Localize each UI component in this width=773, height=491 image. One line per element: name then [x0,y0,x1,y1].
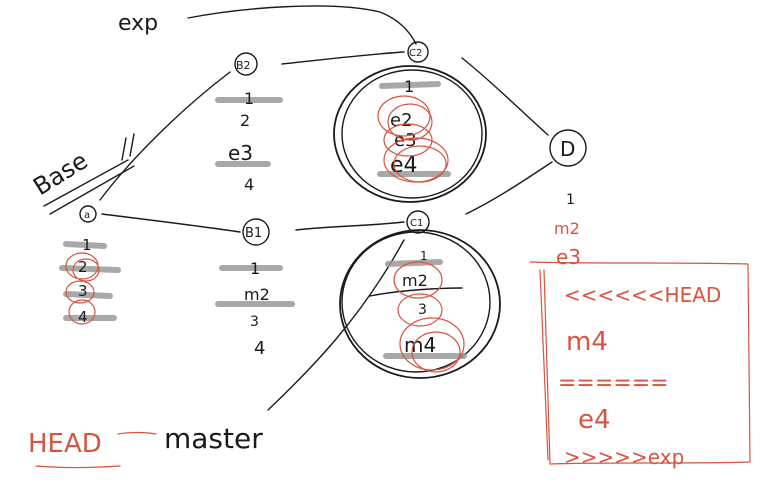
node-b2-line-4: 4 [244,175,254,194]
conflict-separator: ====== [558,371,669,396]
exp-label: exp [118,11,158,36]
edge-exp-to-c2 [187,5,417,45]
conflict-line-e4: e4 [578,405,611,435]
edge-c2-to-d [461,57,549,136]
conflict-line-m4: m4 [566,327,608,357]
master-label: master [164,422,263,455]
node-a-line-3: 3 [78,282,88,300]
node-d: D 1 m2 e3 [549,129,587,269]
edge-a-to-b2 [99,71,231,201]
node-c1: C1 1 m2 3 m4 [339,210,501,379]
node-b2-line-1: 1 [244,89,254,108]
node-b2-line-2: 2 [240,111,250,130]
edge-c1-to-d [465,161,553,215]
node-b1-line-2: m2 [244,285,270,304]
node-b1-line-4: 4 [254,338,265,359]
node-d-line-2: m2 [554,219,580,238]
edge-a-to-b1 [101,213,241,233]
svg-text:Base: Base [28,146,92,201]
node-a-circle [79,205,97,223]
head-label: HEAD [28,429,102,459]
edge-master-to-c1 [267,239,405,411]
node-b1-circle [242,218,270,246]
edge-b1-to-c1 [295,221,405,231]
node-d-label: D [560,137,575,161]
node-c2-circle [407,41,429,63]
node-d-line-3: e3 [556,245,581,269]
node-a: a 1 2 3 4 [59,205,121,326]
node-b2-line-3: e3 [228,141,253,165]
node-c2-label: C2 [409,48,422,59]
node-c2-line-3: e3 [394,130,417,151]
conflict-box: <<<<<<HEAD m4 ====== e4 >>>>>exp [529,261,751,469]
node-d-circle [549,129,587,167]
conflict-head-marker: <<<<<<HEAD [564,283,721,307]
conflict-exp-marker: >>>>>exp [564,445,684,469]
node-c1-line-2: m2 [402,271,428,290]
node-a-line-2: 2 [78,258,88,276]
node-b1-label: B1 [245,226,262,241]
node-c1-line-1: 1 [420,249,428,263]
head-master-label: HEAD master [28,422,263,469]
node-c2: C2 1 e2 e3 e4 [333,41,487,203]
base-label: Base [28,133,135,215]
node-c2-line-1: 1 [404,77,414,96]
node-b1-line-3: 3 [250,314,259,330]
node-a-line-1: 1 [82,236,92,254]
node-b1: B1 1 m2 3 4 [215,218,295,359]
node-b2: B2 1 2 e3 4 [215,52,283,194]
node-b2-circle [234,52,258,76]
node-c1-line-3: 3 [418,302,427,318]
node-b1-line-1: 1 [250,259,260,278]
node-a-label: a [84,210,90,221]
node-c1-label: C1 [410,218,423,229]
node-b2-label: B2 [236,59,251,72]
node-c1-circle [406,210,430,234]
node-d-line-1: 1 [566,192,575,208]
edge-b2-to-c2 [281,51,405,65]
node-a-line-4: 4 [78,308,88,326]
